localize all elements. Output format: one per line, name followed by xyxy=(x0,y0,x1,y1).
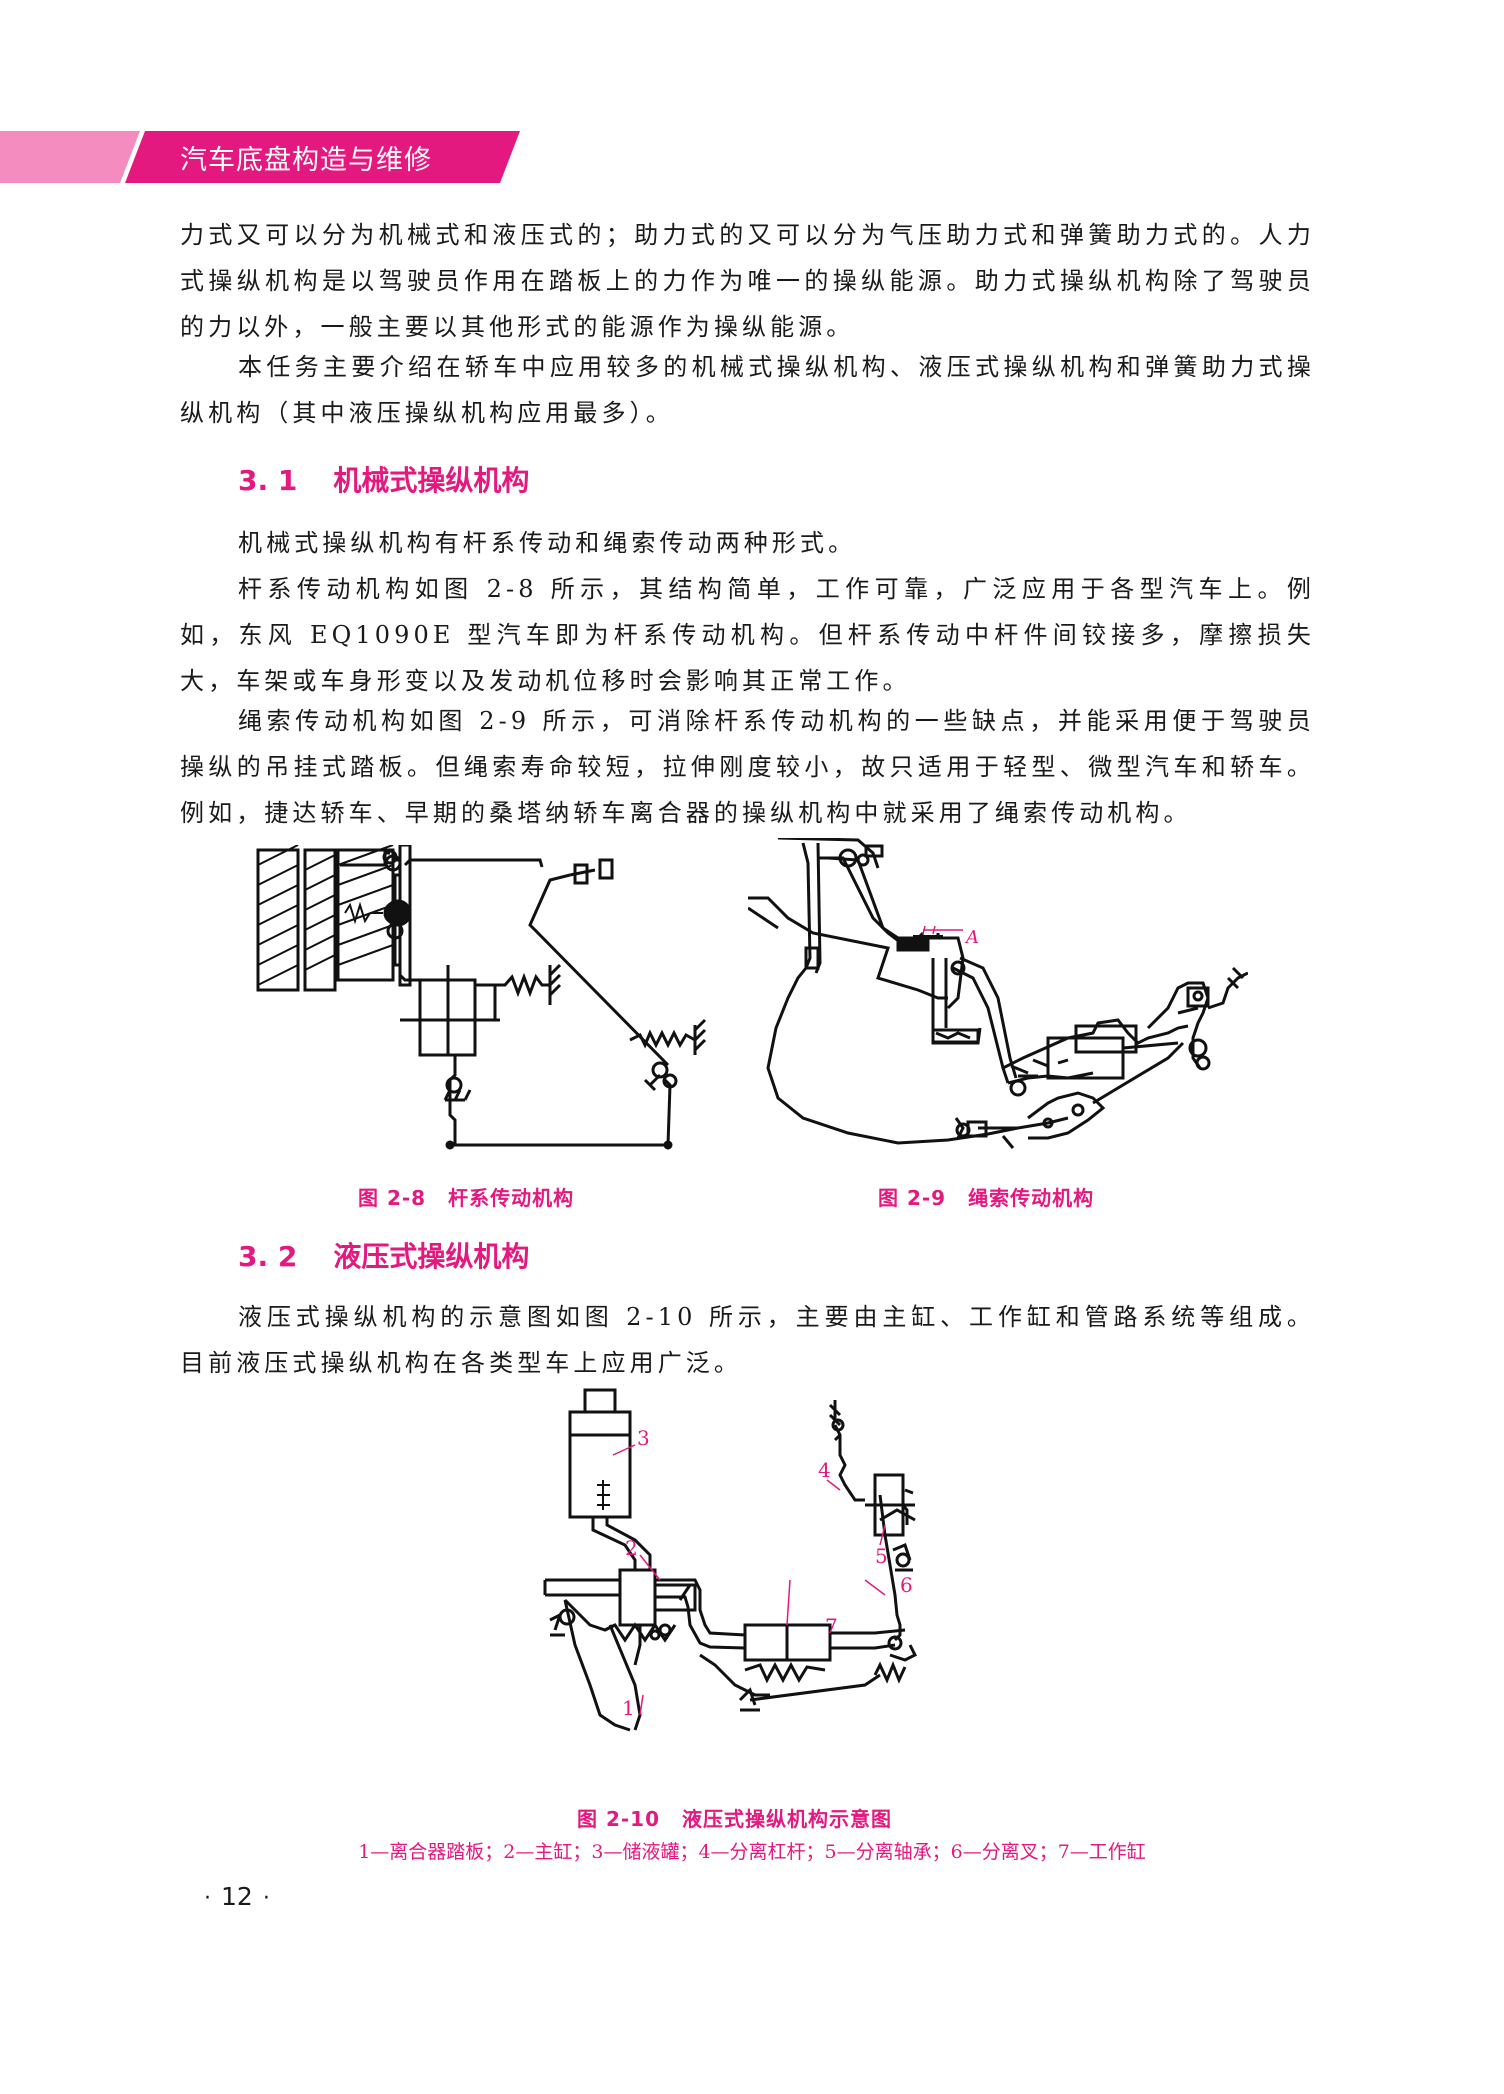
label-3: 3 xyxy=(637,1426,650,1450)
label-2: 2 xyxy=(625,1536,638,1560)
label-6: 6 xyxy=(900,1573,913,1597)
page-number: · 12 · xyxy=(194,1882,280,1911)
paragraph-cable: 绳索传动机构如图 2-9 所示，可消除杆系传动机构的一些缺点，并能采用便于驾驶员… xyxy=(180,707,1315,827)
caption-title: 液压式操纵机构示意图 xyxy=(682,1807,893,1831)
paragraph-task: 本任务主要介绍在轿车中应用较多的机械式操纵机构、液压式操纵机构和弹簧助力式操纵机… xyxy=(180,353,1315,427)
paragraph-mechanical: 机械式操纵机构有杆系传动和绳索传动两种形式。 xyxy=(238,529,857,557)
section-title: 机械式操纵机构 xyxy=(333,464,530,497)
label-1: 1 xyxy=(622,1696,635,1720)
section-heading-3-1: 3. 1 机械式操纵机构 xyxy=(238,459,529,499)
section-number: 3. 2 xyxy=(238,1240,298,1273)
caption-title: 杆系传动机构 xyxy=(448,1186,575,1210)
section-number: 3. 1 xyxy=(238,464,298,497)
label-a: A xyxy=(964,927,979,948)
caption-figure-2-8: 图 2-8 杆系传动机构 xyxy=(358,1182,574,1211)
caption-figure-2-9: 图 2-9 绳索传动机构 xyxy=(878,1182,1094,1211)
caption-number: 图 2-9 xyxy=(878,1186,947,1210)
label-7: 7 xyxy=(825,1614,838,1638)
paragraph-intro: 力式又可以分为机械式和液压式的；助力式的又可以分为气压助力式和弹簧助力式的。人力… xyxy=(180,221,1315,341)
figure-2-8-diagram xyxy=(256,845,707,1150)
header-band xyxy=(0,131,520,183)
label-5: 5 xyxy=(875,1544,888,1568)
figure-2-9-diagram: A xyxy=(748,838,1248,1149)
section-heading-3-2: 3. 2 液压式操纵机构 xyxy=(238,1235,529,1275)
paragraph-hydraulic: 液压式操纵机构的示意图如图 2-10 所示，主要由主缸、工作缸和管路系统等组成。… xyxy=(180,1303,1315,1377)
section-title: 液压式操纵机构 xyxy=(333,1240,530,1273)
figure-2-10-diagram: 3 2 4 5 6 7 1 xyxy=(543,1388,918,1732)
caption-title: 绳索传动机构 xyxy=(968,1186,1095,1210)
page-number-value: 12 xyxy=(221,1882,253,1911)
caption-number: 图 2-10 xyxy=(577,1807,661,1831)
page-dot-left: · xyxy=(204,1886,211,1911)
paragraph-linkage: 杆系传动机构如图 2-8 所示，其结构简单，工作可靠，广泛应用于各型汽车上。例如… xyxy=(180,575,1315,695)
book-title: 汽车底盘构造与维修 xyxy=(180,145,432,176)
page-dot-right: · xyxy=(262,1886,270,1911)
figure-2-10-legend: 1—离合器踏板；2—主缸；3—储液罐；4—分离杠杆；5—分离轴承；6—分离叉；7… xyxy=(358,1841,1146,1863)
caption-figure-2-10: 图 2-10 液压式操纵机构示意图 xyxy=(577,1803,892,1832)
label-4: 4 xyxy=(818,1458,831,1482)
caption-number: 图 2-8 xyxy=(358,1186,427,1210)
